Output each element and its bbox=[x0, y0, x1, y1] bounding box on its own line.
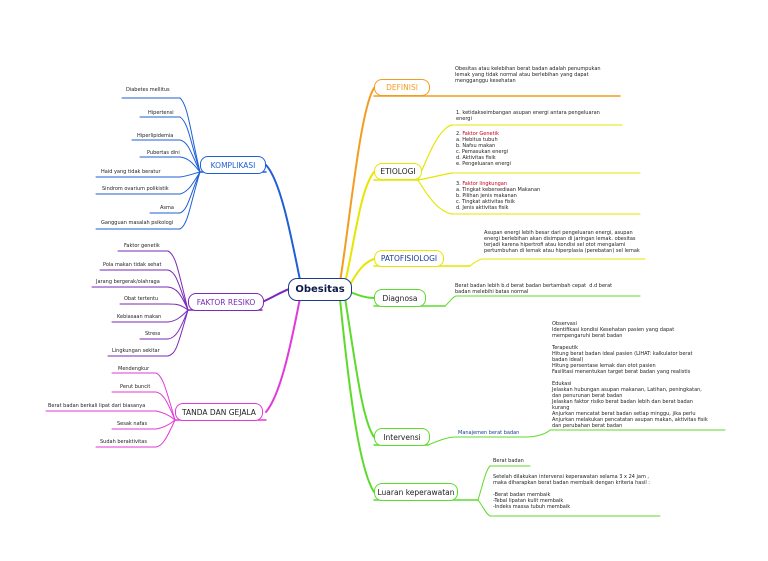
tanda-item: Perut buncit bbox=[120, 384, 151, 390]
branch-komplikasi bbox=[265, 164, 301, 281]
topic-diagnosa[interactable]: Diagnosa bbox=[374, 289, 426, 307]
etiologi-item-2: 2. Faktor Genetik bbox=[456, 131, 499, 137]
topic-definisi-label: DEFINISI bbox=[386, 83, 418, 92]
etiologi-item-1: 1. ketidakseimbangan asupan energi antar… bbox=[456, 110, 600, 122]
etiologi-item-2-list: a. Hebitus tubuh b. Nafsu makan c. Pemas… bbox=[456, 137, 511, 167]
komplikasi-item: Asma bbox=[160, 205, 174, 211]
faktor-item: Obat tertentu bbox=[124, 296, 159, 302]
komplikasi-item: Sindrom ovarium polikistik bbox=[102, 186, 169, 192]
komplikasi-item: Hiperlipidemia bbox=[137, 133, 174, 139]
tanda-item: Sesak nafas bbox=[117, 421, 148, 427]
komplikasi-item: Haid yang tidak beratur bbox=[101, 169, 161, 175]
etiologi-item-3-title: Faktor lingkungan bbox=[462, 181, 508, 187]
etiologi-item-3: 3. Faktor lingkungan bbox=[456, 181, 507, 187]
topic-patofisiologi-label: PATOFISIOLOGI bbox=[380, 254, 438, 263]
patofisiologi-text: Asupan energi lebih besar dari pengeluar… bbox=[484, 230, 640, 254]
etiologi-item-2-title: Faktor Genetik bbox=[462, 131, 499, 137]
faktor-item: Jarang bergerak/olahraga bbox=[96, 279, 160, 285]
topic-faktor-resiko[interactable]: FAKTOR RESIKO bbox=[188, 293, 264, 311]
branch-definisi bbox=[339, 87, 375, 283]
topic-faktor-label: FAKTOR RESIKO bbox=[196, 297, 256, 307]
topic-komplikasi[interactable]: KOMPLIKASI bbox=[200, 156, 266, 174]
intervensi-text: Observasi Identifikasi kondisi Kesehatan… bbox=[552, 321, 708, 429]
tanda-item: Sudah beraktivitas bbox=[100, 439, 147, 445]
komplikasi-item: Gangguan masalah psikologi bbox=[101, 220, 174, 226]
diagnosa-text: Berat badan lebih b.d berat badan bertam… bbox=[455, 283, 613, 295]
branch-diagnosa bbox=[349, 291, 375, 299]
branch-etiologi bbox=[344, 171, 375, 284]
luaran-item-1: Berat badan bbox=[493, 458, 524, 464]
branch-intervensi bbox=[344, 297, 375, 438]
topic-etiologi[interactable]: ETIOLOGI bbox=[374, 163, 422, 180]
etiologi-item-2-num: 2. bbox=[456, 131, 461, 137]
branch-tanda bbox=[265, 297, 301, 413]
topic-patofisiologi[interactable]: PATOFISIOLOGI bbox=[374, 250, 444, 267]
etiologi-item-3-list: a. Tingkat kebersediaan Makanan b. Pilih… bbox=[456, 187, 541, 211]
topic-luaran-label: Luaran keperawatan bbox=[377, 487, 455, 497]
intervensi-subtopic: Manajemen berat badan bbox=[458, 430, 520, 436]
tanda-item: Mendengkur bbox=[118, 366, 150, 372]
komplikasi-item: Hipertensi bbox=[148, 110, 174, 116]
faktor-item: Pola makan tidak sehat bbox=[103, 262, 162, 268]
faktor-item: Faktor genetik bbox=[124, 243, 160, 249]
topic-komplikasi-label: KOMPLIKASI bbox=[210, 160, 256, 170]
faktor-item: Kebiasaan makan bbox=[117, 314, 162, 320]
topic-etiologi-label: ETIOLOGI bbox=[380, 167, 416, 176]
topic-tanda-dan-gejala[interactable]: TANDA DAN GEJALA bbox=[175, 403, 263, 421]
topic-intervensi-label: Intervensi bbox=[383, 432, 421, 442]
etiologi-item-3-num: 3. bbox=[456, 181, 461, 187]
topic-luaran-keperawatan[interactable]: Luaran keperawatan bbox=[374, 483, 458, 501]
topic-intervensi[interactable]: Intervensi bbox=[374, 428, 430, 446]
topic-definisi[interactable]: DEFINISI bbox=[374, 79, 430, 96]
branch-patofisiologi bbox=[349, 258, 375, 286]
tanda-item: Berat badan berkali lipat dari biasanya bbox=[48, 403, 146, 409]
luaran-item-2: Setelah dilakukan intervensi keperawatan… bbox=[493, 474, 650, 510]
definisi-text: Obesitas atau kelebihan berat badan adal… bbox=[455, 66, 601, 84]
komplikasi-item: Diabetes mellitus bbox=[126, 87, 170, 93]
topic-diagnosa-label: Diagnosa bbox=[382, 293, 418, 303]
faktor-item: Lingkungan sekitar bbox=[112, 348, 160, 354]
branch-luaran bbox=[339, 298, 375, 493]
komplikasi-item: Pubertas dini bbox=[147, 150, 180, 156]
central-node-obesitas[interactable]: Obesitas bbox=[288, 278, 352, 301]
faktor-item: Stress bbox=[145, 331, 161, 337]
topic-tanda-label: TANDA DAN GEJALA bbox=[182, 407, 256, 417]
